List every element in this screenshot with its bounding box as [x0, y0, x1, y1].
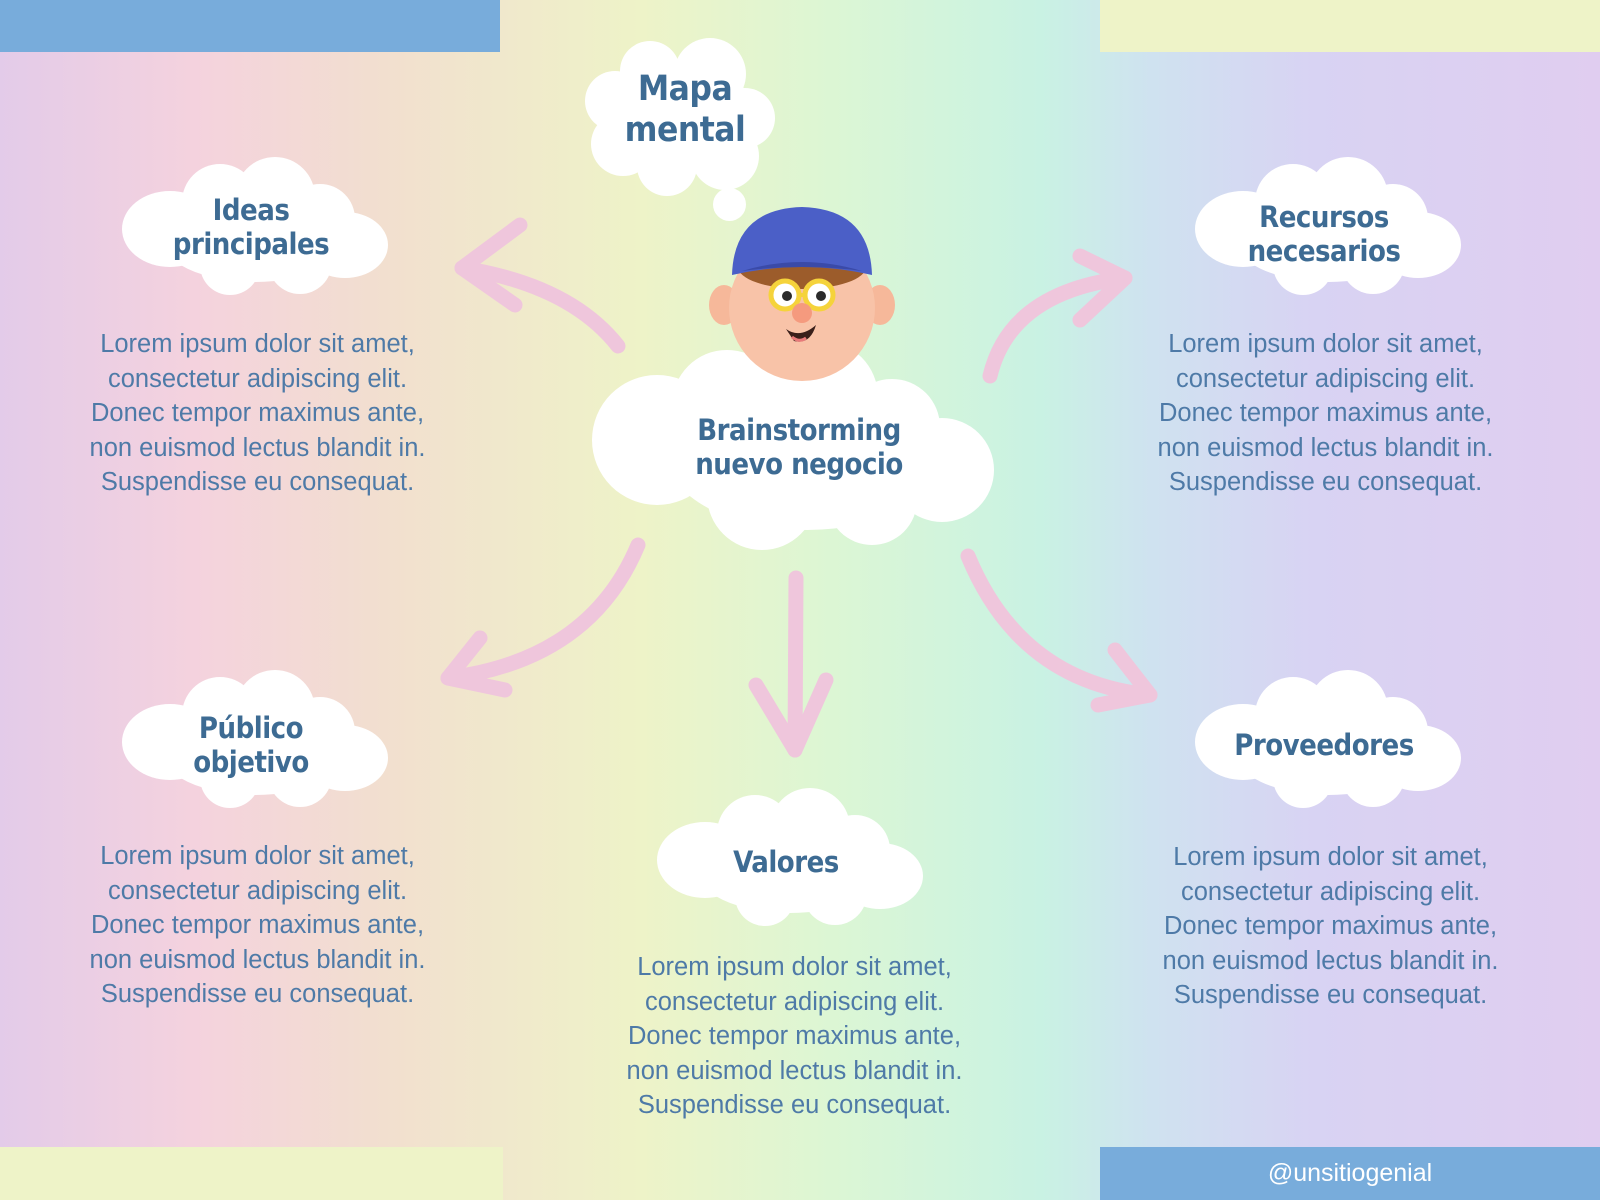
arrow-to-ideas	[454, 217, 626, 354]
node-text-publico: Lorem ipsum dolor sit amet, consectetur …	[89, 842, 426, 1008]
node-cloud-publico: Público objetivo	[120, 670, 388, 810]
node-title-publico: Público objetivo	[193, 711, 309, 779]
central-title: Brainstorming nuevo negocio	[695, 413, 903, 481]
node-cloud-ideas: Ideas principales	[120, 157, 388, 297]
bottom-left-bar	[0, 1147, 503, 1200]
node-title-valores: Valores	[733, 845, 839, 879]
mapa-mental-cloud: Mapa mental	[585, 36, 785, 198]
node-title-ideas: Ideas principales	[172, 193, 330, 261]
top-right-bar	[1100, 0, 1600, 52]
avatar	[709, 207, 895, 381]
node-text-ideas: Lorem ipsum dolor sit amet, consectetur …	[89, 330, 426, 496]
arrow-to-publico	[440, 537, 646, 698]
thought-bubble-dot	[713, 188, 746, 221]
node-text-valores: Lorem ipsum dolor sit amet, consectetur …	[626, 953, 963, 1119]
node-cloud-proveedores: Proveedores	[1193, 670, 1461, 810]
node-cloud-valores: Valores	[655, 788, 923, 928]
arrow-to-proveedores	[960, 548, 1158, 713]
arrow-to-valores	[748, 570, 834, 758]
top-left-bar	[0, 0, 500, 52]
arrow-to-recursos	[982, 248, 1133, 384]
node-text-proveedores: Lorem ipsum dolor sit amet, consectetur …	[1162, 843, 1499, 1009]
node-cloud-recursos: Recursos necesarios	[1193, 157, 1461, 297]
central-cloud: Brainstorming nuevo negocio	[592, 341, 1006, 550]
node-text-recursos: Lorem ipsum dolor sit amet, consectetur …	[1157, 330, 1494, 496]
cartoon-boy-avatar-icon	[709, 207, 895, 381]
node-title-proveedores: Proveedores	[1234, 728, 1414, 762]
node-title-recursos: Recursos necesarios	[1247, 200, 1401, 268]
bottom-right-bar	[1100, 1147, 1600, 1200]
mapa-mental-title: Mapa mental	[624, 69, 746, 150]
footer-handle: @unsitiogenial	[1267, 1159, 1433, 1187]
